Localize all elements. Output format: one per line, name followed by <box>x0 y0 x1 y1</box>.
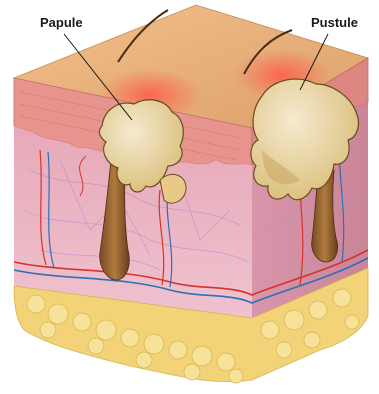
pustule-label: Pustule <box>311 15 358 30</box>
papule-label: Papule <box>40 15 83 30</box>
papule-bulge <box>160 174 186 203</box>
